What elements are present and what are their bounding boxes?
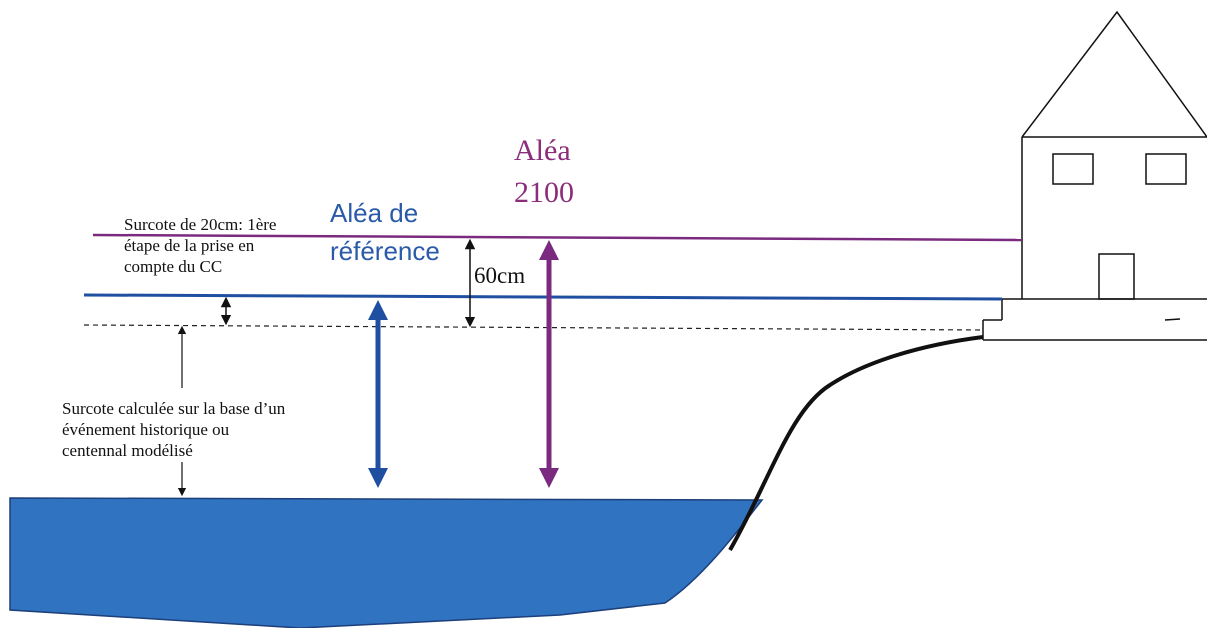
surcote-calculee-label: Surcote calculée sur la base d’un événem… xyxy=(62,399,286,460)
house-door xyxy=(1098,253,1135,300)
sixty-cm-label: 60cm xyxy=(474,263,526,288)
alea-reference-level-line xyxy=(83,293,1003,301)
house-roof xyxy=(1021,10,1207,138)
house-window-left xyxy=(1052,153,1094,185)
house-window-right xyxy=(1145,153,1187,185)
alea-reference-label: Aléa de référence xyxy=(330,198,440,266)
alea-2100-label: Aléa 2100 xyxy=(514,134,574,209)
historical-surge-level-line xyxy=(83,324,984,331)
quay xyxy=(982,298,1207,341)
water-body xyxy=(9,497,764,629)
house xyxy=(1021,10,1207,300)
surcote-20cm-label: Surcote de 20cm: 1ère étape de la prise … xyxy=(124,215,277,276)
shore-terrain xyxy=(728,335,984,551)
alea-2100-level-line xyxy=(92,233,1023,242)
